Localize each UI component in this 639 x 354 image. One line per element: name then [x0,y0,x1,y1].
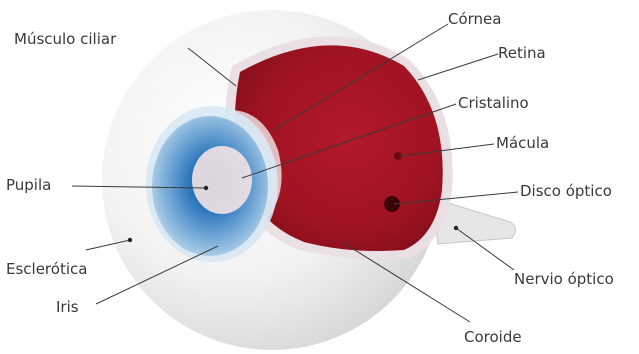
label-iris: Iris [56,298,79,316]
label-musculo-ciliar: Músculo ciliar [14,30,117,48]
label-esclerotica: Esclerótica [6,260,87,278]
label-cristalino: Cristalino [458,94,529,112]
label-nervio-optico: Nervio óptico [514,270,614,288]
dot-nervio-optico [454,226,458,230]
leader-retina [418,54,498,80]
dot-pupila [204,186,208,190]
dot-esclerotica [128,238,132,242]
label-macula: Mácula [496,134,549,152]
pupil-lens-shape [192,146,252,214]
label-pupila: Pupila [6,176,51,194]
label-cornea: Córnea [448,10,501,28]
label-disco-optico: Disco óptico [520,182,612,200]
label-retina: Retina [498,44,546,62]
label-coroide: Coroide [464,328,522,346]
